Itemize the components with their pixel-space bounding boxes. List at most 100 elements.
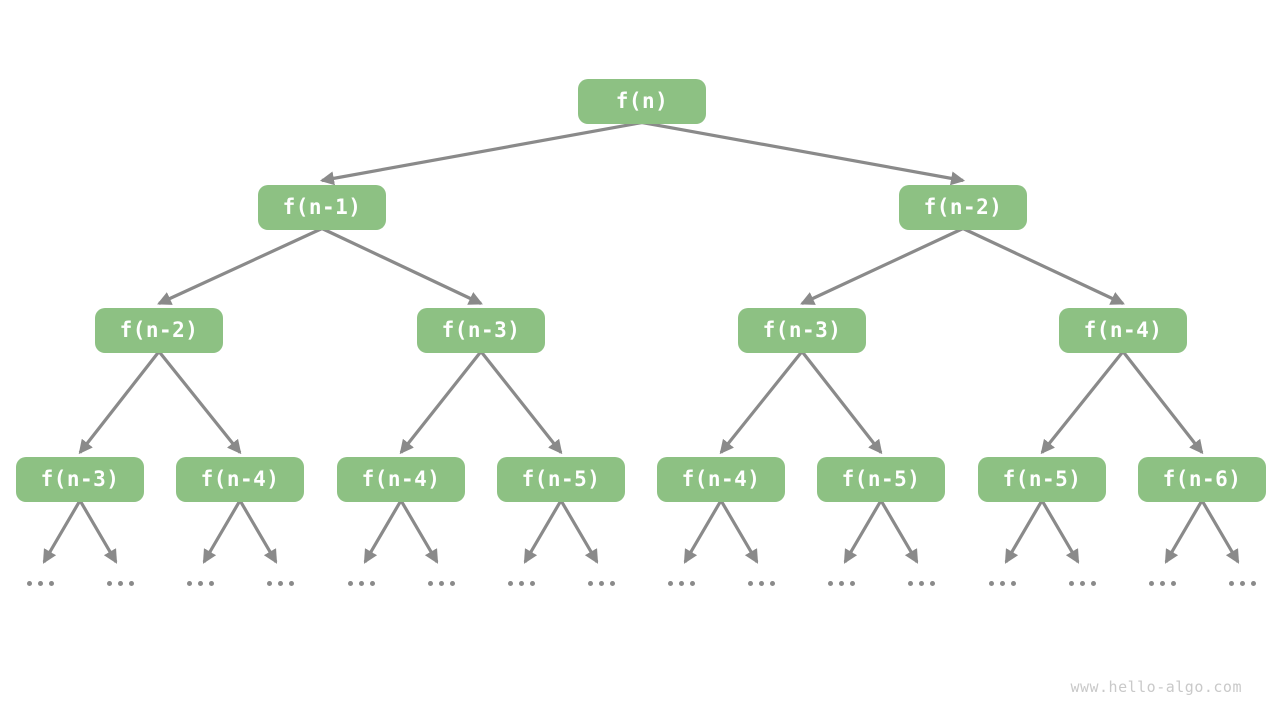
ellipsis-dot-icon — [1069, 581, 1074, 586]
ellipsis-dot-icon — [118, 581, 123, 586]
tree-edge — [800, 350, 883, 455]
tree-node-n2: f(n-2) — [899, 184, 1027, 230]
tree-edge — [202, 499, 242, 564]
tree-edge — [157, 350, 242, 455]
ellipsis-dot-icon — [599, 581, 604, 586]
ellipsis-dot-icon — [1011, 581, 1016, 586]
tree-node-n0: f(n) — [578, 78, 706, 124]
tree-node-n22: f(n-4) — [1059, 307, 1187, 353]
ellipsis-dot-icon — [187, 581, 192, 586]
tree-edge — [523, 499, 563, 564]
ellipsis-dot-icon — [1171, 581, 1176, 586]
tree-edge — [238, 499, 278, 564]
ellipsis-dot-icon — [989, 581, 994, 586]
tree-node-n212: f(n-5) — [817, 456, 945, 502]
ellipsis-dot-icon — [49, 581, 54, 586]
ellipsis-dot-icon — [930, 581, 935, 586]
ellipsis-dot-icon — [770, 581, 775, 586]
ellipsis-dot-icon — [129, 581, 134, 586]
tree-edge — [399, 350, 483, 455]
ellipsis-dot-icon — [839, 581, 844, 586]
ellipsis-dot-icon — [450, 581, 455, 586]
ellipsis-leaf — [588, 581, 615, 586]
ellipsis-leaf — [1069, 581, 1096, 586]
ellipsis-dot-icon — [359, 581, 364, 586]
ellipsis-dot-icon — [428, 581, 433, 586]
ellipsis-dot-icon — [38, 581, 43, 586]
tree-edge — [683, 499, 723, 564]
ellipsis-dot-icon — [1080, 581, 1085, 586]
tree-edge — [78, 350, 161, 455]
tree-node-n21: f(n-3) — [738, 307, 866, 353]
ellipsis-dot-icon — [370, 581, 375, 586]
ellipsis-dot-icon — [1229, 581, 1234, 586]
ellipsis-dot-icon — [27, 581, 32, 586]
ellipsis-dot-icon — [679, 581, 684, 586]
tree-edge — [719, 499, 759, 564]
ellipsis-dot-icon — [1091, 581, 1096, 586]
ellipsis-dot-icon — [530, 581, 535, 586]
tree-edge — [157, 227, 323, 305]
ellipsis-leaf — [428, 581, 455, 586]
ellipsis-dot-icon — [690, 581, 695, 586]
ellipsis-dot-icon — [1149, 581, 1154, 586]
edge-group — [42, 120, 1240, 564]
ellipsis-leaf — [1229, 581, 1256, 586]
ellipsis-dot-icon — [508, 581, 513, 586]
tree-edge — [1121, 350, 1204, 455]
ellipsis-dot-icon — [348, 581, 353, 586]
ellipsis-leaf — [989, 581, 1016, 586]
tree-edge — [1040, 350, 1125, 455]
tree-edge — [363, 499, 403, 564]
ellipsis-dot-icon — [850, 581, 855, 586]
tree-edge — [1004, 499, 1044, 564]
ellipsis-dot-icon — [759, 581, 764, 586]
ellipsis-dot-icon — [1000, 581, 1005, 586]
ellipsis-dot-icon — [1160, 581, 1165, 586]
tree-edge — [399, 499, 439, 564]
ellipsis-dot-icon — [919, 581, 924, 586]
ellipsis-leaf — [267, 581, 294, 586]
ellipsis-dot-icon — [107, 581, 112, 586]
tree-node-n221: f(n-5) — [978, 456, 1106, 502]
ellipsis-leaf — [107, 581, 134, 586]
ellipsis-dot-icon — [439, 581, 444, 586]
tree-node-n111: f(n-3) — [16, 456, 144, 502]
tree-edge — [479, 350, 563, 455]
watermark: www.hello-algo.com — [1070, 678, 1242, 696]
tree-edge — [321, 227, 483, 305]
ellipsis-dot-icon — [267, 581, 272, 586]
tree-node-n121: f(n-4) — [337, 456, 465, 502]
tree-edge — [1040, 499, 1080, 564]
tree-node-n1: f(n-1) — [258, 184, 386, 230]
tree-edge — [319, 120, 643, 186]
tree-edge — [78, 499, 118, 564]
tree-edge — [962, 227, 1125, 305]
ellipsis-leaf — [908, 581, 935, 586]
ellipsis-leaf — [828, 581, 855, 586]
tree-node-n112: f(n-4) — [176, 456, 304, 502]
ellipsis-dot-icon — [198, 581, 203, 586]
tree-edge — [559, 499, 599, 564]
tree-node-n12: f(n-3) — [417, 307, 545, 353]
ellipsis-leaf — [187, 581, 214, 586]
tree-edge — [641, 120, 966, 186]
ellipsis-dot-icon — [1251, 581, 1256, 586]
tree-edge — [800, 227, 964, 305]
ellipsis-dot-icon — [278, 581, 283, 586]
ellipsis-leaf — [1149, 581, 1176, 586]
tree-edge — [1200, 499, 1240, 564]
tree-edge — [843, 499, 883, 564]
ellipsis-leaf — [27, 581, 54, 586]
ellipsis-leaf — [668, 581, 695, 586]
tree-edge — [42, 499, 82, 564]
tree-node-n211: f(n-4) — [657, 456, 785, 502]
ellipsis-leaf — [748, 581, 775, 586]
tree-node-n11: f(n-2) — [95, 307, 223, 353]
ellipsis-dot-icon — [289, 581, 294, 586]
tree-node-n222: f(n-6) — [1138, 456, 1266, 502]
tree-edge — [719, 350, 804, 455]
ellipsis-leaf — [508, 581, 535, 586]
